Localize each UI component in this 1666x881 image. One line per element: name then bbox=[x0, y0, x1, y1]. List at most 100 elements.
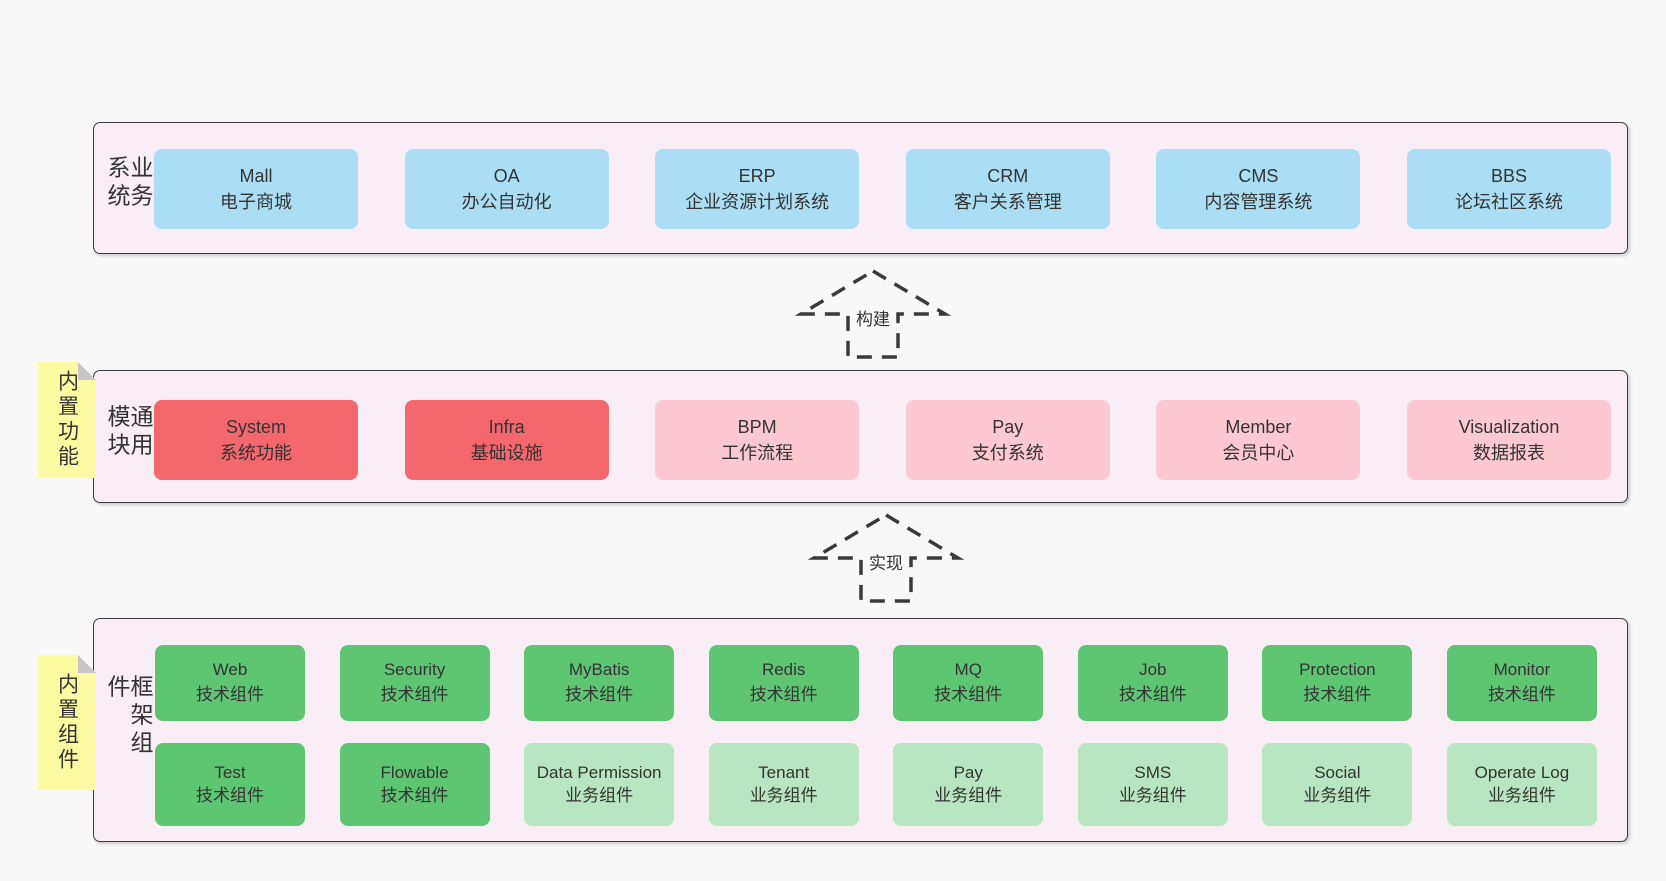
box-title: Web bbox=[212, 660, 248, 680]
implement-arrow: 实现 bbox=[807, 512, 965, 604]
builtin-features-note: 内置功能 bbox=[38, 362, 96, 478]
box-data-permission: Data Permission 业务组件 bbox=[524, 743, 675, 826]
box-subtitle: 业务组件 bbox=[1303, 785, 1372, 805]
box-subtitle: 论坛社区系统 bbox=[1454, 192, 1563, 212]
box-web: Web 技术组件 bbox=[155, 645, 305, 721]
implement-arrow-label: 实现 bbox=[864, 548, 908, 575]
box-mq: MQ 技术组件 bbox=[893, 645, 1044, 721]
box-title: SMS bbox=[1134, 762, 1172, 782]
box-monitor: Monitor 技术组件 bbox=[1446, 645, 1597, 721]
box-subtitle: 数据报表 bbox=[1472, 443, 1545, 463]
business-systems-side-label: 业务系统 bbox=[104, 155, 153, 212]
box-title: Security bbox=[383, 660, 446, 680]
box-mybatis: MyBatis 技术组件 bbox=[524, 645, 675, 721]
box-member: Member 会员中心 bbox=[1156, 400, 1361, 480]
build-arrow-label: 构建 bbox=[851, 304, 895, 331]
business-systems-container: 业务系统 Mall 电子商城 OA 办公自动化 ERP 企业资源计划系统 CRM… bbox=[93, 122, 1628, 254]
box-subtitle: 技术组件 bbox=[1118, 685, 1187, 704]
box-title: Social bbox=[1314, 762, 1361, 782]
box-title: Infra bbox=[488, 416, 525, 437]
box-title: MQ bbox=[954, 660, 982, 680]
framework-components-row-1: Web 技术组件 Security 技术组件 MyBatis 技术组件 Redi… bbox=[155, 645, 1597, 721]
box-subtitle: 业务组件 bbox=[1487, 785, 1556, 805]
framework-components-row-2: Test 技术组件 Flowable 技术组件 Data Permission … bbox=[155, 743, 1597, 826]
box-social: Social 业务组件 bbox=[1262, 743, 1413, 826]
box-test: Test 技术组件 bbox=[155, 743, 305, 826]
box-cms: CMS 内容管理系统 bbox=[1156, 149, 1361, 229]
up-arrow-icon bbox=[807, 512, 965, 603]
box-title: Pay bbox=[953, 762, 983, 782]
box-system: System 系统功能 bbox=[154, 400, 358, 480]
box-subtitle: 基础设施 bbox=[470, 443, 543, 463]
box-title: CRM bbox=[987, 165, 1029, 186]
box-subtitle: 会员中心 bbox=[1222, 443, 1295, 463]
box-title: CMS bbox=[1238, 165, 1279, 186]
box-bbs: BBS 论坛社区系统 bbox=[1406, 149, 1611, 229]
box-protection: Protection 技术组件 bbox=[1262, 645, 1413, 721]
box-subtitle: 电子商城 bbox=[220, 192, 292, 212]
box-title: MyBatis bbox=[568, 660, 630, 680]
box-tenant: Tenant 业务组件 bbox=[708, 743, 859, 826]
box-subtitle: 技术组件 bbox=[934, 685, 1003, 704]
box-subtitle: 系统功能 bbox=[220, 443, 292, 463]
box-crm: CRM 客户关系管理 bbox=[905, 149, 1110, 229]
box-title: Tenant bbox=[758, 762, 810, 782]
box-subtitle: 业务组件 bbox=[565, 785, 634, 805]
box-title: Job bbox=[1139, 660, 1167, 680]
box-title: Monitor bbox=[1493, 660, 1551, 680]
box-subtitle: 技术组件 bbox=[196, 785, 264, 805]
box-subtitle: 业务组件 bbox=[749, 785, 818, 805]
box-title: Mall bbox=[239, 165, 273, 186]
box-title: OA bbox=[493, 165, 520, 186]
box-subtitle: 技术组件 bbox=[565, 685, 634, 704]
box-subtitle: 企业资源计划系统 bbox=[685, 192, 830, 212]
box-oa: OA 办公自动化 bbox=[404, 149, 609, 229]
common-modules-side-label: 通用模块 bbox=[104, 403, 153, 460]
box-title: Member bbox=[1225, 416, 1292, 437]
box-subtitle: 内容管理系统 bbox=[1204, 192, 1313, 212]
builtin-features-note-label: 内置功能 bbox=[55, 370, 79, 470]
builtin-components-note: 内置组件 bbox=[38, 655, 96, 790]
box-subtitle: 客户关系管理 bbox=[953, 192, 1062, 212]
box-title: ERP bbox=[738, 165, 776, 186]
box-title: Operate Log bbox=[1474, 762, 1570, 782]
box-bpm: BPM 工作流程 bbox=[655, 400, 860, 480]
box-operate-log: Operate Log 业务组件 bbox=[1446, 743, 1597, 826]
box-flowable: Flowable 技术组件 bbox=[339, 743, 490, 826]
box-visualization: Visualization 数据报表 bbox=[1406, 400, 1611, 480]
box-title: Flowable bbox=[380, 762, 449, 782]
box-title: BPM bbox=[737, 416, 777, 437]
box-title: Visualization bbox=[1458, 416, 1560, 437]
up-arrow-icon bbox=[794, 268, 952, 359]
box-subtitle: 技术组件 bbox=[749, 685, 818, 704]
box-title: BBS bbox=[1490, 165, 1527, 186]
business-systems-row: Mall 电子商城 OA 办公自动化 ERP 企业资源计划系统 CRM 客户关系… bbox=[154, 149, 1611, 229]
box-title: System bbox=[225, 416, 286, 437]
box-redis: Redis 技术组件 bbox=[708, 645, 859, 721]
box-security: Security 技术组件 bbox=[339, 645, 490, 721]
builtin-components-note-label: 内置组件 bbox=[55, 672, 79, 773]
box-title: Redis bbox=[761, 660, 806, 680]
box-mall: Mall 电子商城 bbox=[154, 149, 358, 229]
box-subtitle: 技术组件 bbox=[1487, 685, 1556, 704]
box-title: Data Permission bbox=[536, 762, 662, 782]
framework-components-side-label: 框架组件 bbox=[104, 674, 153, 759]
box-title: Pay bbox=[992, 416, 1024, 437]
box-title: Protection bbox=[1299, 660, 1376, 680]
common-modules-container: 通用模块 System 系统功能 Infra 基础设施 BPM 工作流程 Pay… bbox=[93, 370, 1628, 503]
box-subtitle: 办公自动化 bbox=[461, 192, 552, 212]
box-subtitle: 技术组件 bbox=[380, 685, 449, 704]
box-infra: Infra 基础设施 bbox=[404, 400, 609, 480]
box-subtitle: 技术组件 bbox=[196, 685, 264, 704]
box-subtitle: 支付系统 bbox=[971, 443, 1044, 463]
box-subtitle: 工作流程 bbox=[721, 443, 794, 463]
box-job: Job 技术组件 bbox=[1077, 645, 1228, 721]
box-subtitle: 业务组件 bbox=[1118, 785, 1187, 805]
box-subtitle: 技术组件 bbox=[380, 785, 449, 805]
box-title: Test bbox=[214, 762, 246, 782]
common-modules-row: System 系统功能 Infra 基础设施 BPM 工作流程 Pay 支付系统… bbox=[154, 400, 1611, 480]
box-sms: SMS 业务组件 bbox=[1077, 743, 1228, 826]
box-pay-component: Pay 业务组件 bbox=[893, 743, 1044, 826]
build-arrow: 构建 bbox=[794, 268, 952, 360]
box-pay-system: Pay 支付系统 bbox=[905, 400, 1110, 480]
